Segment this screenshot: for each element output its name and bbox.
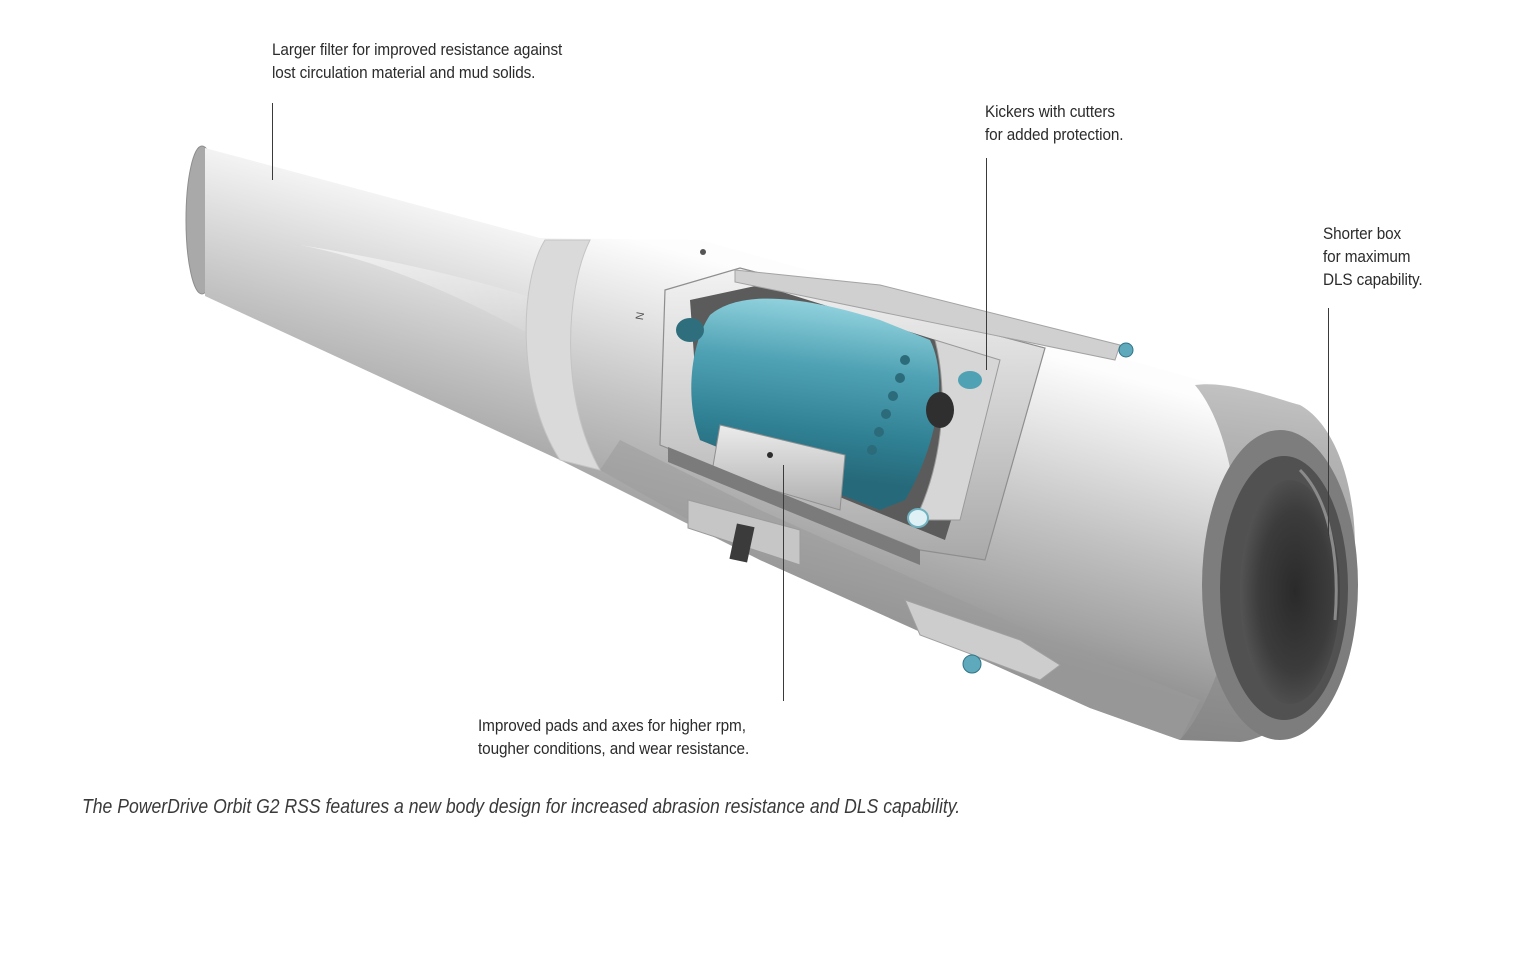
pads-callout: Improved pads and axes for higher rpm, t… (478, 714, 749, 760)
lower-kicker-insert (962, 654, 982, 674)
lower-pad-slot (729, 523, 755, 563)
collar-highlight (300, 245, 540, 340)
filter-callout: Larger filter for improved resistance ag… (272, 38, 562, 84)
steering-unit-cutaway (659, 267, 1046, 565)
top-kicker-fin (734, 269, 1121, 361)
tool-marking-text: N (632, 311, 645, 321)
figure-caption: The PowerDrive Orbit G2 RSS features a n… (82, 796, 961, 818)
frame-port (926, 392, 954, 428)
box-thread-highlight (1298, 468, 1338, 621)
filter-callout-line-2: lost circulation material and mud solids… (272, 63, 536, 82)
pad-lower-skirt (668, 447, 920, 565)
kickers-callout-line-2: for added protection. (985, 125, 1124, 144)
pads-callout-line-1: Improved pads and axes for higher rpm, (478, 716, 746, 735)
box-callout-line-2: for maximum (1323, 247, 1411, 266)
top-kicker-insert (1118, 342, 1134, 358)
body-marking-dot (700, 249, 706, 255)
kickers-leader-line (986, 158, 988, 370)
cylinder-perforations (867, 355, 910, 455)
box-leader-line (1328, 308, 1330, 536)
box-callout: Shorter box for maximum DLS capability. (1323, 222, 1423, 291)
pads-leader-line (783, 465, 785, 701)
box-callout-line-1: Shorter box (1323, 224, 1402, 243)
box-bore (1240, 480, 1340, 704)
box-end (1180, 384, 1358, 742)
kickers-callout: Kickers with cutters for added protectio… (985, 100, 1124, 146)
filter-leader-line (272, 103, 274, 180)
box-callout-line-3: DLS capability. (1323, 270, 1423, 289)
steering-pad (711, 424, 846, 511)
frame-port (676, 318, 704, 342)
top-kickers (700, 249, 1134, 361)
frame-port (958, 371, 982, 389)
filter-callout-line-1: Larger filter for improved resistance ag… (272, 40, 563, 59)
pad-axis-hole (767, 452, 773, 458)
kickers-callout-line-1: Kickers with cutters (985, 102, 1115, 121)
pads-callout-line-2: tougher conditions, and wear resistance. (478, 739, 750, 758)
lower-blade (904, 599, 1061, 681)
kicker-cutter (907, 508, 929, 528)
